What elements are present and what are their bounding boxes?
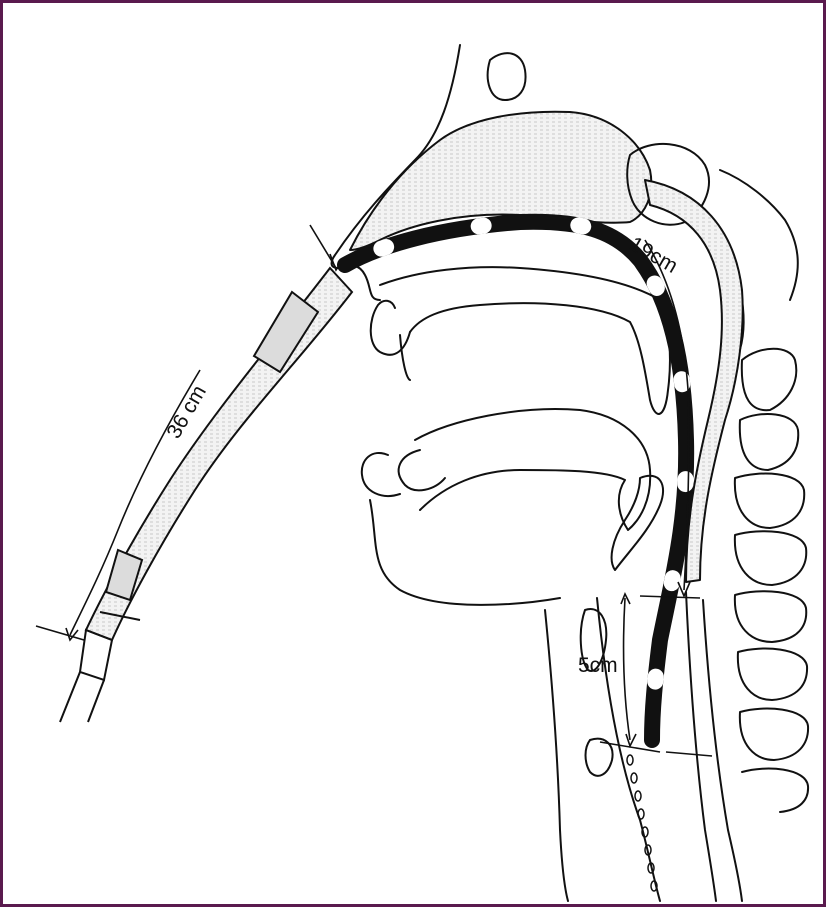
cricoid	[586, 739, 613, 776]
lower-lip	[399, 450, 445, 490]
sagittal-intubation-diagram: 36 cm 19cm 5cm	[3, 3, 823, 904]
tube-connector	[80, 630, 112, 680]
chin-line	[370, 500, 560, 605]
tube-cuff-lower	[106, 550, 142, 600]
neck-anterior	[545, 610, 568, 901]
internal-tube	[345, 222, 686, 740]
esophagus-wall-1	[686, 592, 716, 901]
tongue	[415, 409, 650, 530]
frontal-sinus	[488, 53, 526, 100]
cervical-vertebrae	[735, 349, 808, 812]
upper-incisor	[400, 335, 410, 380]
hard-palate	[380, 267, 670, 414]
lower-lip-outer	[362, 453, 400, 496]
upper-lip	[371, 301, 410, 355]
external-tube	[60, 268, 352, 722]
label-5cm: 5cm	[578, 654, 618, 677]
nasopharynx-wall	[645, 180, 743, 582]
